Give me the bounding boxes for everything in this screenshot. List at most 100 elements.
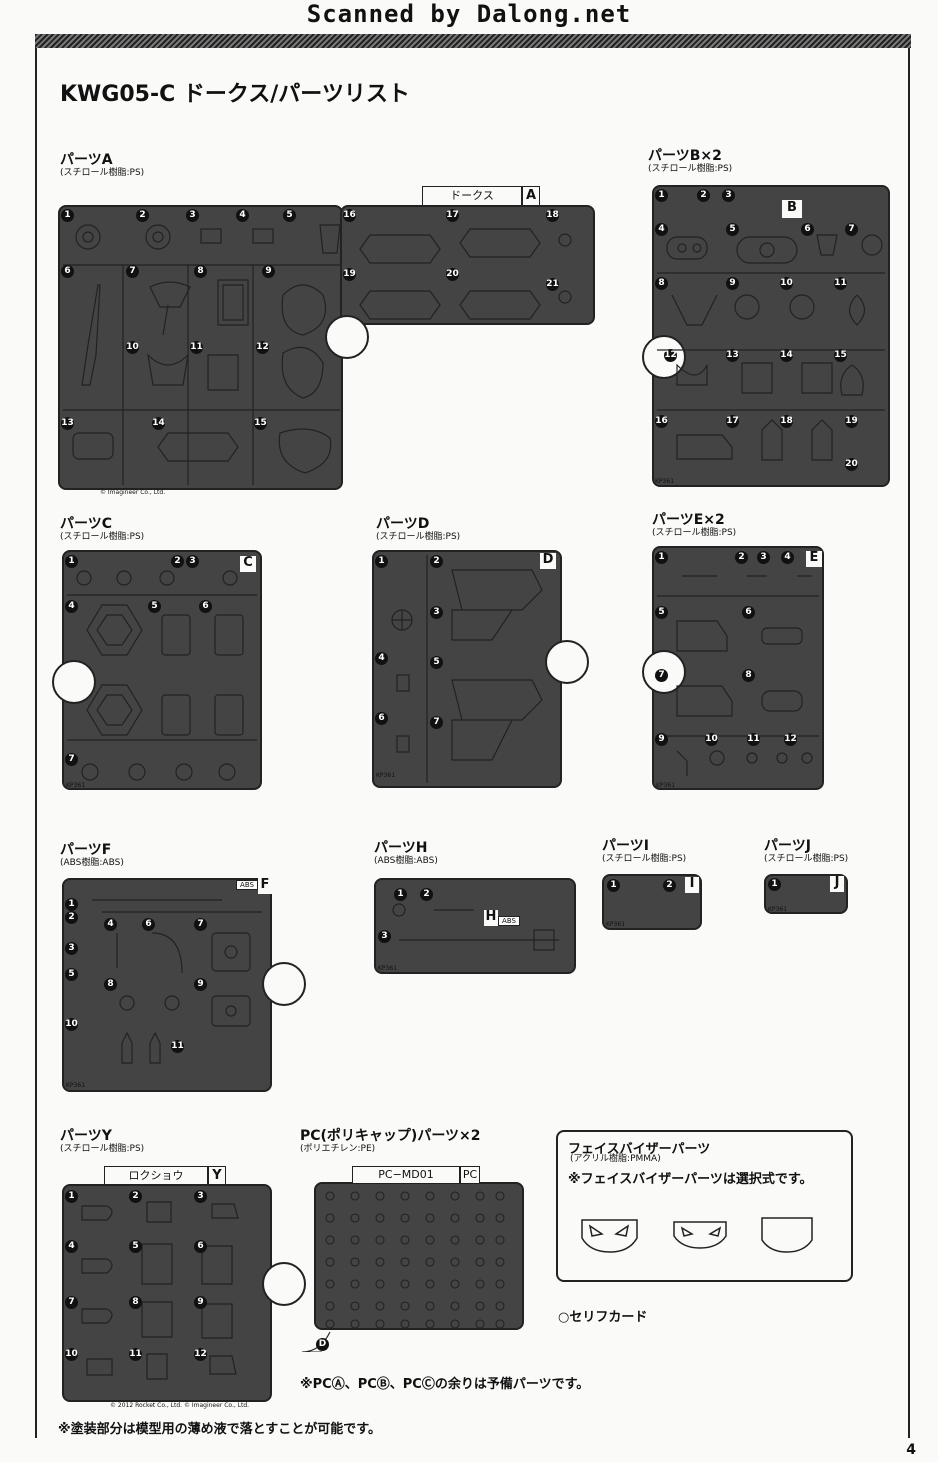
part-a18: 18 [546,209,559,222]
sprue-pc-name-tag: PC−MD01 [352,1166,460,1184]
sprue-c-code: KP361 [66,782,86,789]
part-b10: 10 [780,277,793,290]
part-e1: 1 [655,551,668,564]
part-h3: 3 [378,930,391,943]
part-a2: 2 [136,209,149,222]
part-f3: 3 [65,942,78,955]
parts-h-title: パーツH [374,840,428,856]
part-a13: 13 [61,417,74,430]
sprue-y-letter-tag: Y [208,1166,226,1185]
part-e7: 7 [655,669,668,682]
part-f1: 1 [65,898,78,911]
part-e5: 5 [655,606,668,619]
part-a21: 21 [546,278,559,291]
part-h1: 1 [394,888,407,901]
sprue-f-parts-drawing [92,899,262,1064]
sprue-h-material-tag: ABS [498,916,520,926]
sprue-h [374,878,576,974]
part-a4: 4 [236,209,249,222]
page-frame [35,48,910,1438]
part-c4: 4 [65,600,78,613]
page-number: 4 [906,1442,916,1458]
parts-j-title: パーツJ [764,838,811,854]
sprue-b-code: KP361 [655,478,675,485]
part-f5: 5 [65,968,78,981]
part-a16: 16 [343,209,356,222]
visor-note: ※フェイスバイザーパーツは選択式です。 [568,1172,813,1187]
sprue-d-gate [545,640,589,684]
part-b3: 3 [722,189,735,202]
part-f10: 10 [65,1018,78,1031]
parts-c-material: (スチロール樹脂:PS) [60,532,145,542]
part-b2: 2 [697,189,710,202]
pc-spare-note: ※PCⒶ、PCⒷ、PCⒸの余りは予備パーツです。 [300,1377,590,1392]
part-a11: 11 [190,341,203,354]
part-b18: 18 [780,415,793,428]
part-e10: 10 [705,733,718,746]
part-e2: 2 [735,551,748,564]
part-f9: 9 [194,978,207,991]
part-e4: 4 [781,551,794,564]
parts-d-material: (スチロール樹脂:PS) [376,532,461,542]
parts-f-title: パーツF [60,842,112,858]
part-b1: 1 [655,189,668,202]
part-y4: 4 [65,1240,78,1253]
part-c2: 2 [171,555,184,568]
parts-j-material: (スチロール樹脂:PS) [764,854,849,864]
parts-i-material: (スチロール樹脂:PS) [602,854,687,864]
sprue-c-letter-tag: C [240,556,256,572]
part-b14: 14 [780,349,793,362]
part-pc-d: D [316,1338,329,1351]
part-d4: 4 [375,652,388,665]
parts-e-material: (スチロール樹脂:PS) [652,528,737,538]
part-f2: 2 [65,911,78,924]
part-y5: 5 [129,1240,142,1253]
part-c7: 7 [65,753,78,766]
part-y11: 11 [129,1348,142,1361]
part-a9: 9 [262,265,275,278]
part-b12: 12 [664,349,677,362]
part-b6: 6 [801,223,814,236]
visor-title: フェイスバイザーパーツ [568,1142,711,1157]
part-b15: 15 [834,349,847,362]
part-b4: 4 [655,223,668,236]
serif-card-label: ○セリフカード [558,1310,648,1325]
part-a10: 10 [126,341,139,354]
part-b19: 19 [845,415,858,428]
sprue-d-parts-drawing [391,555,543,783]
parts-pc-material: (ポリエチレン:PE) [300,1144,376,1154]
sprue-y-copyright: © 2012 Rocket Co., Ltd. © Imagineer Co.,… [110,1402,250,1409]
part-a12: 12 [256,341,269,354]
part-f4: 4 [104,918,117,931]
sprue-d-code: KP361 [376,772,396,779]
part-b20: 20 [845,458,858,471]
part-f8: 8 [104,978,117,991]
sprue-c [62,550,262,790]
sprue-a-right [340,205,595,325]
sprue-a-gate [325,315,369,359]
face-visor-box [556,1130,853,1282]
part-b13: 13 [726,349,739,362]
sprue-f-code: KP361 [66,1082,86,1089]
parts-a-title: パーツA [60,152,113,168]
sprue-h-parts-drawing [392,903,559,951]
part-y9: 9 [194,1296,207,1309]
sprue-f-gate [262,962,306,1006]
part-b11: 11 [834,277,847,290]
sprue-j-letter-tag: J [830,876,844,892]
part-c6: 6 [199,600,212,613]
part-b16: 16 [655,415,668,428]
sprue-d-letter-tag: D [540,553,556,569]
sprue-e-code: KP361 [656,782,676,789]
sprue-c-parts-drawing [67,570,257,781]
part-f6: 6 [142,918,155,931]
part-a7: 7 [126,265,139,278]
parts-e-title: パーツE×2 [652,512,725,528]
sprue-a-copyright: © Imagineer Co., Ltd. [100,489,166,496]
parts-pc-title: PC(ポリキャップ)パーツ×2 [300,1128,481,1144]
part-y8: 8 [129,1296,142,1309]
sprue-e-letter-tag: E [806,551,822,567]
part-y1: 1 [65,1190,78,1203]
parts-i-title: パーツI [602,838,649,854]
part-e12: 12 [784,733,797,746]
